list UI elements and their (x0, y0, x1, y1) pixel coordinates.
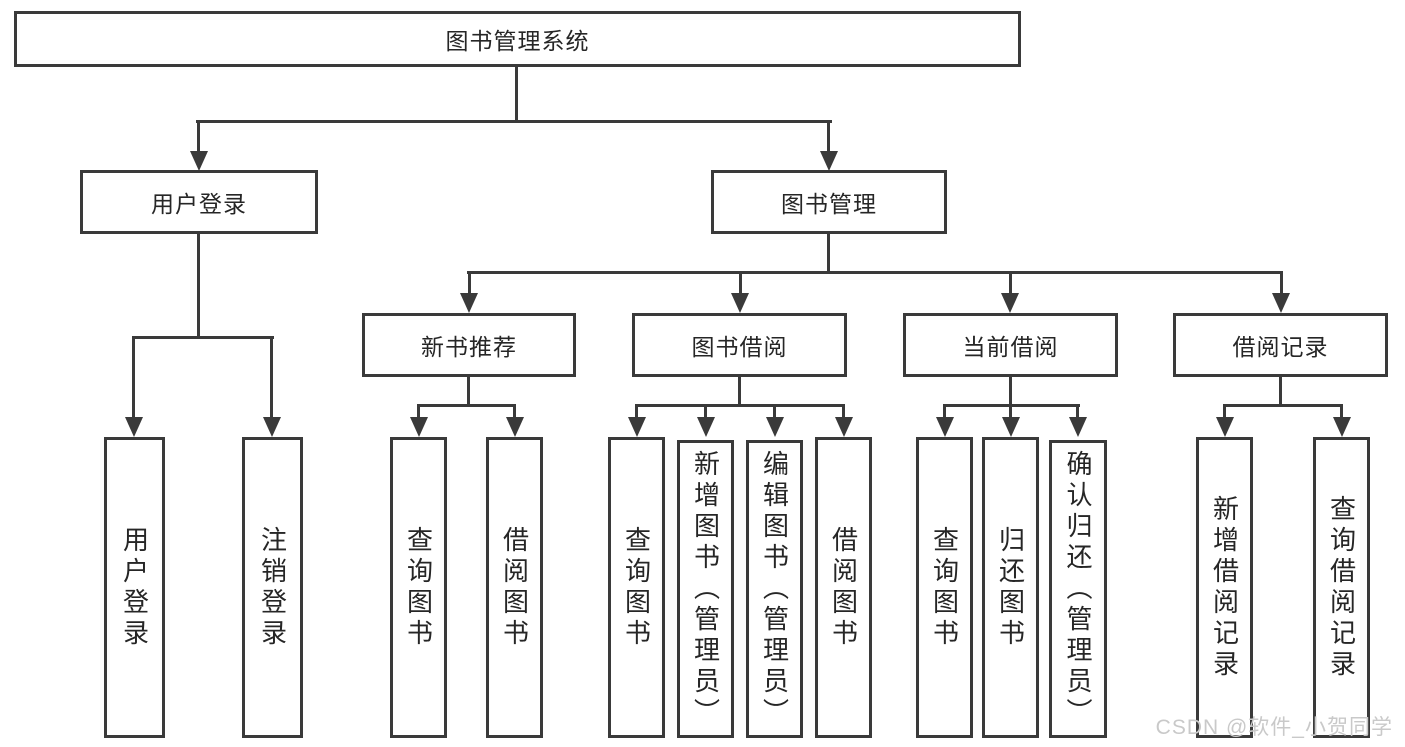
node-current-borrowing: 当前借阅 (903, 313, 1118, 377)
connector-drop-borrowing-records (1280, 271, 1283, 295)
node-leaf-cb-query-books: 查询图书 (916, 437, 973, 738)
connector-drop-br-add (1223, 404, 1226, 419)
arrowhead-leaf-logout (263, 417, 281, 437)
arrowhead-bb-edit (766, 417, 784, 437)
arrowhead-cb-return (1002, 417, 1020, 437)
node-root-system: 图书管理系统 (14, 11, 1021, 67)
node-leaf-user-login: 用户登录 (104, 437, 165, 738)
connector-book-management-trunk (827, 233, 830, 274)
node-leaf-br-add-record-label: 新增借阅记录 (1209, 494, 1240, 681)
connector-cb-trunk (1009, 376, 1012, 407)
node-leaf-bb-edit-books-admin: 编辑图书（管理员） (746, 440, 803, 738)
node-new-book-recommend: 新书推荐 (362, 313, 576, 377)
arrowhead-book-borrowing (731, 293, 749, 313)
node-leaf-logout-label: 注销登录 (257, 525, 288, 650)
connector-br-trunk (1279, 376, 1282, 407)
connector-drop-book-management (827, 120, 830, 154)
node-leaf-logout: 注销登录 (242, 437, 303, 738)
node-book-borrowing-label: 图书借阅 (691, 334, 788, 360)
node-borrowing-records: 借阅记录 (1173, 313, 1388, 377)
node-leaf-bb-add-books-admin-label: 新增图书（管理员） (690, 449, 721, 729)
arrowhead-new-book-recommend (460, 293, 478, 313)
node-book-management-label: 图书管理 (781, 191, 877, 217)
connector-drop-br-query (1340, 404, 1343, 419)
node-leaf-nbr-borrow-books-label: 借阅图书 (499, 525, 530, 650)
node-leaf-cb-return-books: 归还图书 (982, 437, 1039, 738)
arrowhead-br-add (1216, 417, 1234, 437)
connector-drop-bb-edit (773, 404, 776, 419)
node-leaf-br-query-record-label: 查询借阅记录 (1326, 494, 1357, 681)
connector-drop-current-borrowing (1009, 271, 1012, 295)
node-leaf-nbr-borrow-books: 借阅图书 (486, 437, 543, 738)
connector-drop-leaf-user-login (132, 336, 135, 418)
arrowhead-book-management (820, 151, 838, 171)
connector-book-management-rail (467, 271, 1283, 274)
node-borrowing-records-label: 借阅记录 (1232, 334, 1329, 360)
node-leaf-bb-borrow-books: 借阅图书 (815, 437, 872, 738)
csdn-watermark: CSDN @软件_小贺同学 (1155, 716, 1393, 739)
connector-drop-bb-query (635, 404, 638, 419)
connector-drop-bb-add (704, 404, 707, 419)
node-leaf-user-login-label: 用户登录 (119, 525, 150, 650)
node-leaf-bb-edit-books-admin-label: 编辑图书（管理员） (759, 449, 790, 729)
arrowhead-bb-borrow (835, 417, 853, 437)
connector-drop-nbr-borrow (513, 404, 516, 419)
connector-nbr-rail (417, 404, 516, 407)
node-leaf-cb-return-books-label: 归还图书 (995, 525, 1026, 650)
node-book-management: 图书管理 (711, 170, 947, 234)
node-leaf-cb-confirm-return-admin-label: 确认归还（管理员） (1063, 449, 1093, 729)
node-new-book-recommend-label: 新书推荐 (421, 334, 517, 360)
connector-drop-bb-borrow (842, 404, 845, 419)
connector-drop-cb-query (943, 404, 946, 419)
connector-root-trunk (515, 64, 518, 122)
arrowhead-bb-add (697, 417, 715, 437)
connector-drop-cb-return (1009, 404, 1012, 419)
node-leaf-bb-query-books: 查询图书 (608, 437, 665, 738)
arrowhead-cb-confirm (1069, 417, 1087, 437)
node-leaf-bb-borrow-books-label: 借阅图书 (828, 525, 859, 650)
arrowhead-bb-query (628, 417, 646, 437)
connector-root-rail (196, 120, 832, 123)
node-current-borrowing-label: 当前借阅 (962, 334, 1059, 360)
node-leaf-cb-query-books-label: 查询图书 (929, 525, 960, 650)
connector-drop-nbr-query (417, 404, 420, 419)
connector-drop-book-borrowing (739, 271, 742, 295)
node-leaf-br-add-record: 新增借阅记录 (1196, 437, 1253, 738)
arrowhead-cb-query (936, 417, 954, 437)
node-user-login-label: 用户登录 (151, 191, 247, 217)
connector-nbr-trunk (467, 376, 470, 407)
connector-bb-rail (635, 404, 845, 407)
node-leaf-nbr-query-books-label: 查询图书 (403, 525, 434, 650)
node-leaf-cb-confirm-return-admin: 确认归还（管理员） (1049, 440, 1107, 738)
connector-drop-new-book-recommend (468, 271, 471, 295)
node-leaf-bb-query-books-label: 查询图书 (621, 525, 652, 650)
arrowhead-nbr-query (410, 417, 428, 437)
arrowhead-user-login (190, 151, 208, 171)
node-leaf-nbr-query-books: 查询图书 (390, 437, 447, 738)
connector-drop-leaf-logout (270, 336, 273, 418)
node-leaf-br-query-record: 查询借阅记录 (1313, 437, 1370, 738)
node-root-system-label: 图书管理系统 (445, 28, 590, 54)
arrowhead-borrowing-records (1272, 293, 1290, 313)
arrowhead-nbr-borrow (506, 417, 524, 437)
node-leaf-bb-add-books-admin: 新增图书（管理员） (677, 440, 734, 738)
connector-drop-cb-confirm (1076, 404, 1079, 419)
connector-br-rail (1223, 404, 1343, 407)
connector-bb-trunk (738, 376, 741, 407)
node-book-borrowing: 图书借阅 (632, 313, 847, 377)
node-user-login: 用户登录 (80, 170, 318, 234)
arrowhead-leaf-user-login (125, 417, 143, 437)
connector-user-login-rail (132, 336, 274, 339)
connector-user-login-trunk (197, 233, 200, 339)
connector-drop-user-login (197, 120, 200, 154)
arrowhead-current-borrowing (1001, 293, 1019, 313)
arrowhead-br-query (1333, 417, 1351, 437)
